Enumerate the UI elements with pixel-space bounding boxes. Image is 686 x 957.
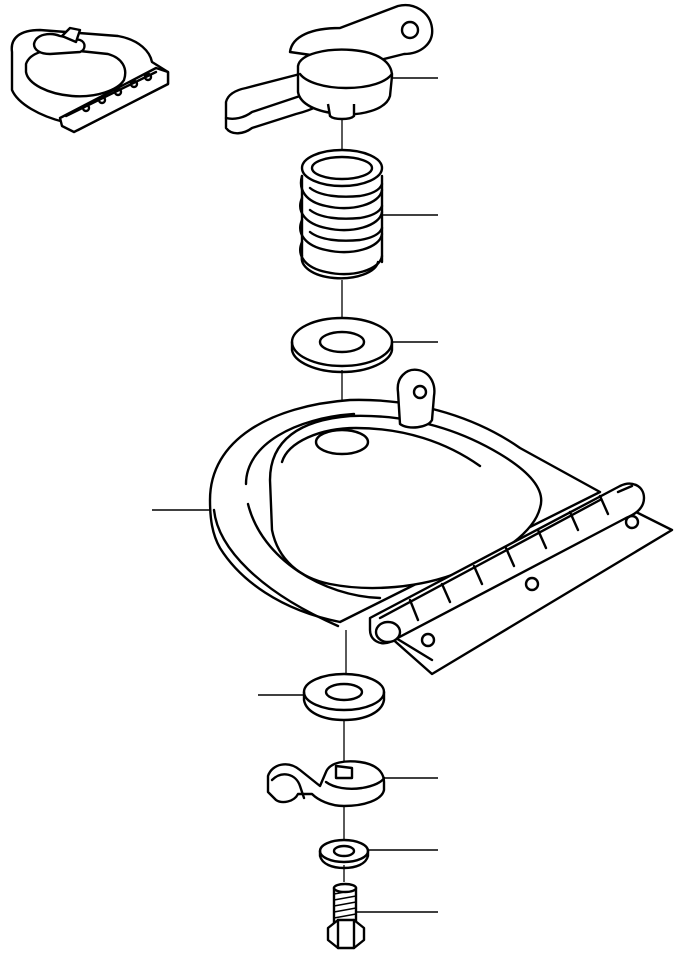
lower-washer	[302, 672, 386, 722]
cover-plate-with-hinge	[208, 368, 674, 676]
cam-latch	[266, 760, 386, 808]
handle	[224, 3, 434, 135]
spring	[299, 148, 384, 280]
upper-washer	[290, 316, 394, 374]
callout-leaders	[152, 77, 438, 913]
lock-washer	[318, 838, 370, 870]
bolt	[326, 882, 366, 950]
assembly-thumbnail	[10, 26, 170, 134]
